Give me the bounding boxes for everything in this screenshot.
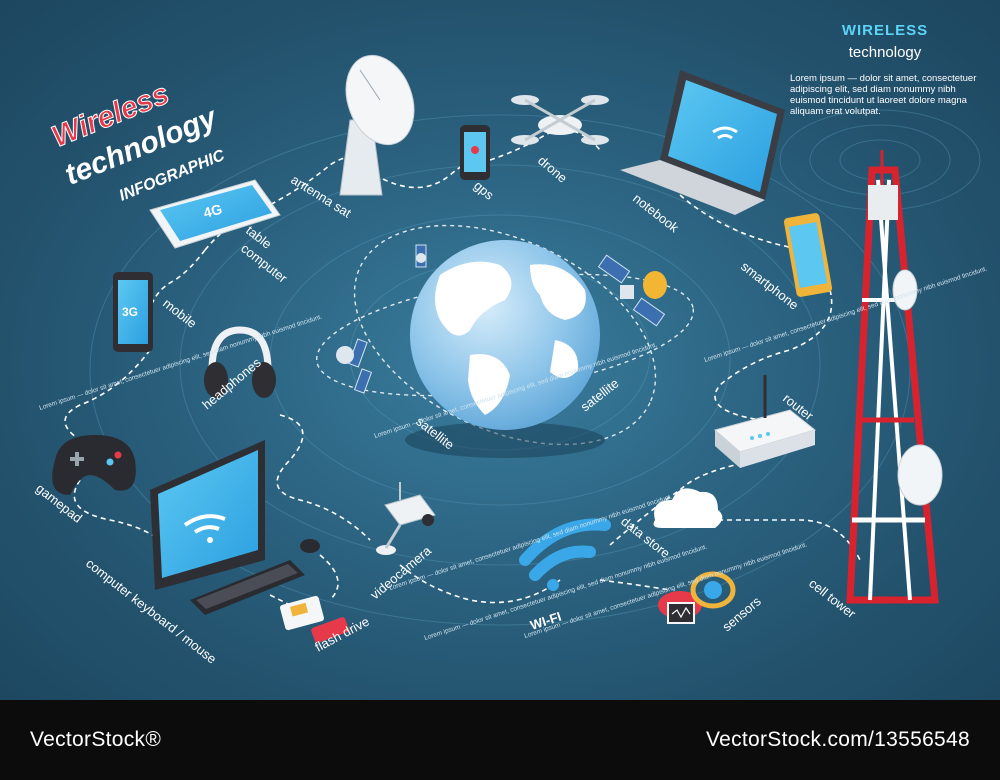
label-drone: drone — [535, 153, 570, 186]
globe-orbit — [315, 224, 695, 446]
drone-icon — [511, 95, 609, 145]
infographic-canvas: 4G 3G — [0, 0, 1000, 700]
small-text-right: Lorem ipsum — dolor sit amet, consectetu… — [703, 265, 988, 363]
header-text: Lorem ipsum — dolor sit amet, consectetu… — [790, 73, 977, 117]
notebook-icon — [620, 70, 785, 215]
videocamera-icon — [376, 482, 436, 555]
table-computer-icon: 4G — [149, 179, 281, 249]
wifi-icon — [519, 518, 611, 591]
sensors-icon — [658, 571, 736, 624]
footer-brand: VectorStock® — [30, 728, 162, 751]
flash-drive-icon — [279, 595, 349, 643]
mobile-icon: 3G — [113, 272, 153, 352]
label-gps: gps — [471, 178, 497, 203]
router-icon — [713, 375, 817, 468]
headphones-icon — [204, 326, 276, 398]
footer-image-id: VectorStock.com/13556548 — [705, 728, 970, 751]
label-mobile: mobile — [160, 296, 199, 331]
antenna-sat-icon — [339, 54, 415, 196]
satellite-top-icon — [415, 244, 427, 268]
mobile-badge: 3G — [122, 305, 138, 319]
mouse-icon — [300, 539, 320, 553]
computer-monitor-icon — [150, 440, 265, 590]
smartphone-icon — [783, 213, 833, 297]
keyboard-icon — [190, 560, 305, 615]
tablet-badge: 4G — [202, 201, 224, 221]
satellite-left-icon — [336, 338, 373, 394]
header-subtitle: technology — [848, 44, 922, 61]
footer-bar: VectorStock® VectorStock.com/13556548 — [0, 700, 1000, 780]
globe — [405, 240, 605, 458]
header-title: WIRELESS — [841, 22, 929, 39]
data-store-icon — [653, 488, 723, 528]
gps-icon — [460, 125, 490, 180]
cell-tower-icon — [846, 150, 943, 604]
gamepad-icon — [52, 435, 136, 495]
small-text-left: Lorem ipsum — dolor sit amet, consectetu… — [38, 313, 323, 411]
infographic-artwork: 4G 3G — [33, 54, 988, 667]
satellite-right-icon — [597, 254, 667, 327]
